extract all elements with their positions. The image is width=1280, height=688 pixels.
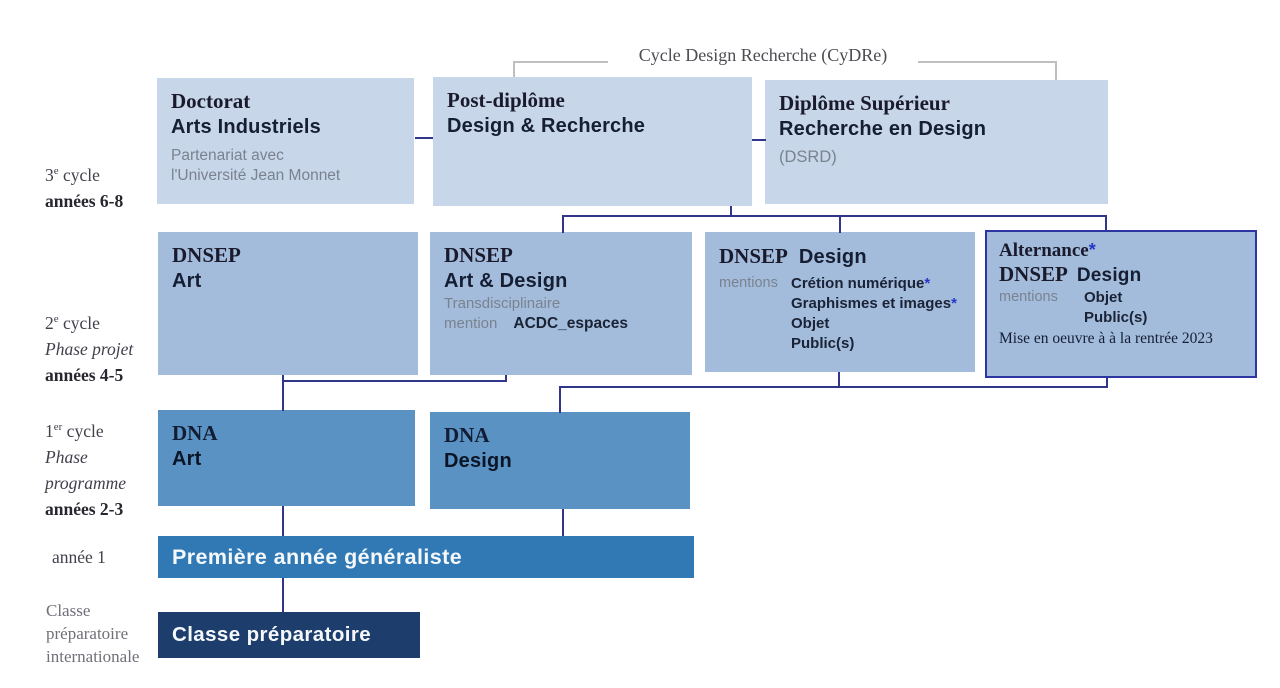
box-dnsep-art: DNSEP Art bbox=[158, 232, 418, 375]
box-label: Première année généraliste bbox=[172, 544, 463, 569]
box-note: Mise en oeuvre à à la rentrée 2023 bbox=[999, 330, 1213, 348]
mention-item: Objet bbox=[791, 315, 830, 333]
box-title-line: Alternance* bbox=[999, 239, 1243, 262]
asterisk: * bbox=[1088, 240, 1096, 260]
connector-postdiplome-stub bbox=[730, 206, 732, 217]
box-label: Classe préparatoire bbox=[172, 623, 372, 646]
connector-drop-alternance bbox=[1105, 215, 1107, 231]
box-title: DNSEP bbox=[444, 243, 513, 267]
box-subtitle: Arts Industriels bbox=[171, 115, 321, 138]
connector-left-join-horizontal bbox=[282, 380, 507, 382]
box-diplome-superieur-dsrd: Diplôme Supérieur Recherche en Design (D… bbox=[765, 80, 1108, 204]
side-label-prep: Classe préparatoire internationale bbox=[46, 599, 139, 668]
box-classe-preparatoire: Classe préparatoire bbox=[158, 612, 420, 658]
box-postdiplome-design-recherche: Post-diplôme Design & Recherche bbox=[433, 77, 752, 206]
connector-drop-dna-design bbox=[559, 386, 561, 413]
box-subtitle: Design & Recherche bbox=[447, 114, 646, 137]
box-subtitle: Recherche en Design bbox=[779, 117, 987, 140]
box-title: Diplôme Supérieur bbox=[779, 91, 950, 115]
bracket-line-right-drop bbox=[1055, 61, 1057, 81]
box-title: DNSEP bbox=[172, 243, 241, 267]
connector-drop-dnsep-artdesign bbox=[562, 215, 564, 233]
side-label-cycle3: 3e cycle années 6-8 bbox=[45, 158, 123, 214]
box-title: DNA bbox=[444, 423, 490, 447]
side-label-prep-line3: internationale bbox=[46, 647, 140, 666]
mention-item: Public(s) bbox=[791, 335, 855, 353]
connector-dnsepart-to-dnaart bbox=[282, 375, 284, 411]
side-label-cycle2-years: années 4-5 bbox=[45, 364, 124, 385]
box-note: Transdisciplinaire bbox=[444, 294, 561, 312]
side-label-cycle3-years: années 6-8 bbox=[45, 190, 124, 211]
mention-item: Crétion numérique* bbox=[791, 275, 931, 292]
box-title-2b: Design bbox=[1076, 265, 1142, 287]
side-label-cycle3-line1: 3e cycle bbox=[45, 164, 100, 185]
box-dna-design: DNA Design bbox=[430, 412, 690, 509]
side-label-cycle2-phase: Phase projet bbox=[45, 338, 134, 359]
side-label-cycle1: 1er cycle Phase programme années 2-3 bbox=[45, 414, 126, 522]
connector-right-join-horizontal bbox=[559, 386, 1108, 388]
side-label-cycle1-phase2: programme bbox=[45, 472, 127, 493]
box-subtitle: Art & Design bbox=[444, 269, 568, 292]
mention-value: ACDC_espaces bbox=[513, 315, 628, 333]
box-title: DNA bbox=[172, 421, 218, 445]
box-note: l'Université Jean Monnet bbox=[171, 167, 341, 185]
side-label-cycle1-years: années 2-3 bbox=[45, 498, 124, 519]
mention-label: mention bbox=[444, 315, 498, 333]
side-label-year1: année 1 bbox=[52, 547, 106, 567]
box-title: DNSEP bbox=[719, 244, 788, 268]
connector-dnsepdesign-riser bbox=[838, 372, 840, 388]
connector-premiere-prepa bbox=[282, 578, 284, 612]
box-dnsep-design: DNSEP Design mentions Crétion numérique*… bbox=[705, 232, 975, 372]
box-note: (DSRD) bbox=[779, 147, 837, 166]
connector-dnaart-premiere bbox=[282, 506, 284, 536]
side-label-prep-line1: Classe bbox=[46, 601, 91, 620]
box-title-2: DNSEP bbox=[999, 262, 1068, 287]
box-dna-art: DNA Art bbox=[158, 410, 415, 506]
box-note: Partenariat avec bbox=[171, 146, 284, 164]
box-alternance-dnsep-design: Alternance* DNSEP Design mentions Objet … bbox=[985, 230, 1257, 378]
box-title-2: Design bbox=[798, 246, 867, 268]
side-label-cycle2: 2e cycle Phase projet années 4-5 bbox=[45, 306, 133, 388]
mentions-label: mentions bbox=[999, 288, 1058, 305]
connector-postdiplome-dsrd bbox=[752, 139, 766, 141]
side-label-cycle2-line1: 2e cycle bbox=[45, 312, 100, 333]
connector-doctorat-postdiplome bbox=[415, 137, 433, 139]
side-label-cycle1-line1: 1er cycle bbox=[45, 420, 104, 441]
asterisk: * bbox=[951, 295, 957, 313]
box-title: Alternance bbox=[999, 240, 1089, 261]
bracket-line-left-drop bbox=[513, 61, 515, 78]
mentions-label: mentions bbox=[719, 275, 778, 291]
mention-item: Graphismes et images* bbox=[791, 295, 957, 313]
box-title: Doctorat bbox=[171, 89, 251, 113]
box-doctorat-arts-industriels: Doctorat Arts Industriels Partenariat av… bbox=[157, 78, 414, 204]
box-title: Post-diplôme bbox=[447, 88, 565, 112]
mention-item: Public(s) bbox=[1084, 309, 1148, 327]
box-dnsep-art-design: DNSEP Art & Design Transdisciplinaire me… bbox=[430, 232, 692, 375]
box-premiere-annee-generaliste: Première année généraliste bbox=[158, 536, 694, 578]
mention-item: Objet bbox=[1084, 288, 1123, 306]
connector-drop-dnsep-design bbox=[839, 215, 841, 233]
connector-dnadesign-premiere bbox=[562, 509, 564, 536]
asterisk: * bbox=[924, 275, 931, 292]
bracket-label: Cycle Design Recherche (CyDRe) bbox=[608, 45, 918, 66]
connector-dnsepartdesign-riser bbox=[505, 375, 507, 382]
connector-alternance-riser bbox=[1106, 378, 1108, 388]
side-label-cycle1-phase1: Phase bbox=[45, 446, 88, 467]
box-subtitle: Art bbox=[172, 447, 202, 470]
connector-row1-row2-horizontal bbox=[562, 215, 1107, 217]
box-subtitle: Design bbox=[444, 449, 512, 472]
box-subtitle: Art bbox=[172, 269, 202, 292]
side-label-prep-line2: préparatoire bbox=[46, 624, 129, 643]
